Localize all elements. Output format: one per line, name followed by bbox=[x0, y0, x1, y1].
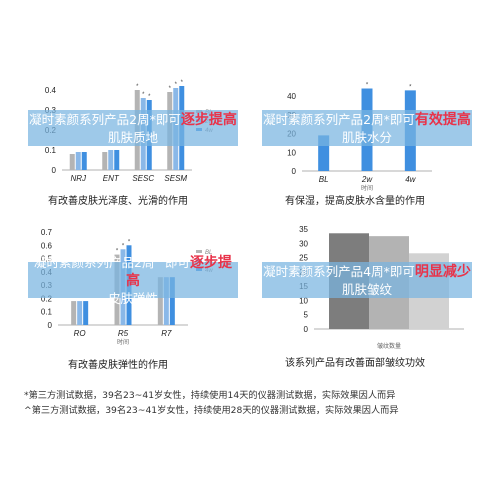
y-tick-label: 35 bbox=[299, 225, 308, 234]
significance-mark: * bbox=[169, 86, 172, 92]
x-tick-label: RO bbox=[74, 329, 86, 338]
caption-texture: 有改善皮肤光泽度、光滑的作用 bbox=[48, 196, 188, 207]
x-axis-label: 时间 bbox=[361, 184, 373, 192]
significance-mark: * bbox=[175, 82, 178, 88]
banner-prefix: 凝时素颜系列产品4周*即可 bbox=[263, 263, 415, 279]
y-tick-label: 0.1 bbox=[45, 146, 57, 155]
y-tick-label: 10 bbox=[299, 296, 308, 305]
bar-ENT-2w bbox=[108, 150, 114, 170]
legend-label: BL bbox=[205, 250, 212, 256]
banner-highlight: 有效提高 bbox=[414, 111, 471, 128]
x-tick-label: NRJ bbox=[70, 174, 87, 183]
significance-mark: * bbox=[142, 92, 145, 98]
banner-prefix: 凝时素颜系列产品2周*即可 bbox=[29, 111, 181, 127]
banner-texture: 凝时素颜系列产品2周*即可逐步提高肌肤质地 bbox=[28, 110, 238, 146]
banner-prefix: 凝时素颜系列产品2周^即可 bbox=[34, 254, 190, 270]
significance-mark: * bbox=[122, 243, 125, 249]
bar-R7-BL bbox=[157, 277, 163, 325]
legend-swatch-BL bbox=[196, 250, 202, 253]
banner-highlight: 明显减少 bbox=[414, 263, 471, 280]
caption-moisture: 有保湿，提高皮肤水含量的作用 bbox=[285, 196, 425, 207]
banner-highlight: 逐步提高 bbox=[126, 254, 232, 289]
y-tick-label: 0.4 bbox=[45, 86, 57, 95]
y-tick-label: 0.2 bbox=[41, 294, 53, 303]
bar-BL-value bbox=[318, 135, 330, 171]
x-tick-label: ENT bbox=[103, 174, 120, 183]
x-tick-label: R5 bbox=[118, 329, 129, 338]
y-tick-label: 0.5 bbox=[41, 255, 53, 264]
y-tick-label: 0.7 bbox=[41, 228, 53, 237]
caption-elasticity: 有改善皮肤弹性的作用 bbox=[68, 360, 168, 371]
y-tick-label: 0.1 bbox=[41, 308, 53, 317]
significance-mark: * bbox=[136, 84, 139, 90]
bar-RO-2w bbox=[77, 301, 83, 325]
banner-suffix: 肌肤质地 bbox=[107, 129, 158, 145]
bar-R7-2w bbox=[163, 277, 169, 325]
y-tick-label: 0 bbox=[52, 166, 57, 175]
y-tick-label: 10 bbox=[287, 148, 296, 157]
footnote-28day: ^第三方测试数据，39名23~41岁女性，持续使用28天的仪器测试数据，实际效果… bbox=[24, 405, 399, 416]
banner-suffix: 肌肤皱纹 bbox=[341, 281, 392, 297]
significance-mark: * bbox=[409, 84, 412, 90]
x-tick-label: 2w bbox=[361, 175, 373, 184]
bar-RO-4w bbox=[83, 301, 89, 325]
y-tick-label: 5 bbox=[304, 311, 309, 320]
x-tick-label: R7 bbox=[161, 329, 172, 338]
bar-NRJ-4w bbox=[81, 152, 87, 170]
banner-suffix: 肌肤水分 bbox=[341, 129, 392, 145]
x-tick-label: SESC bbox=[132, 174, 154, 183]
significance-mark: * bbox=[181, 80, 184, 86]
bar-NRJ-BL bbox=[69, 154, 75, 170]
y-tick-label: 0 bbox=[304, 325, 309, 334]
x-tick-label: 4w bbox=[405, 175, 416, 184]
x-tick-label: BL bbox=[319, 175, 329, 184]
bar-R7-4w bbox=[169, 277, 175, 325]
y-tick-label: 0 bbox=[48, 321, 53, 330]
significance-mark: * bbox=[128, 239, 131, 245]
y-tick-label: 25 bbox=[299, 254, 308, 263]
significance-mark: * bbox=[116, 249, 119, 255]
banner-moisture: 凝时素颜系列产品2周*即可有效提高肌肤水分 bbox=[262, 110, 472, 146]
x-axis-label: 时间 bbox=[117, 338, 129, 346]
x-tick-label: SESM bbox=[164, 174, 187, 183]
caption-wrinkles: 该系列产品有改善面部皱纹功效 bbox=[285, 358, 425, 369]
legend-swatch-2w bbox=[196, 259, 202, 262]
banner-wrinkles: 凝时素颜系列产品4周*即可明显减少肌肤皱纹 bbox=[262, 262, 472, 298]
banner-prefix: 凝时素颜系列产品2周*即可 bbox=[263, 111, 415, 127]
footnote-14day: *第三方测试数据，39名23~41岁女性，持续使用14天的仪器测试数据，实际效果… bbox=[24, 390, 396, 401]
bar-ENT-4w bbox=[114, 150, 120, 170]
significance-mark: * bbox=[366, 83, 369, 89]
bar-RO-BL bbox=[71, 301, 77, 325]
bar-NRJ-2w bbox=[75, 152, 81, 170]
y-tick-label: 0.6 bbox=[41, 241, 53, 250]
banner-suffix: 皮肤弹性 bbox=[107, 290, 158, 306]
y-tick-label: 30 bbox=[299, 239, 308, 248]
banner-elasticity: 凝时素颜系列产品2周^即可逐步提高皮肤弹性 bbox=[28, 255, 238, 306]
significance-mark: * bbox=[148, 94, 151, 100]
banner-highlight: 逐步提高 bbox=[180, 111, 237, 128]
bar-ENT-BL bbox=[102, 152, 108, 170]
y-tick-label: 0 bbox=[292, 167, 297, 176]
y-tick-label: 40 bbox=[287, 92, 296, 101]
x-axis-label: 皱纹数量 bbox=[377, 342, 401, 350]
